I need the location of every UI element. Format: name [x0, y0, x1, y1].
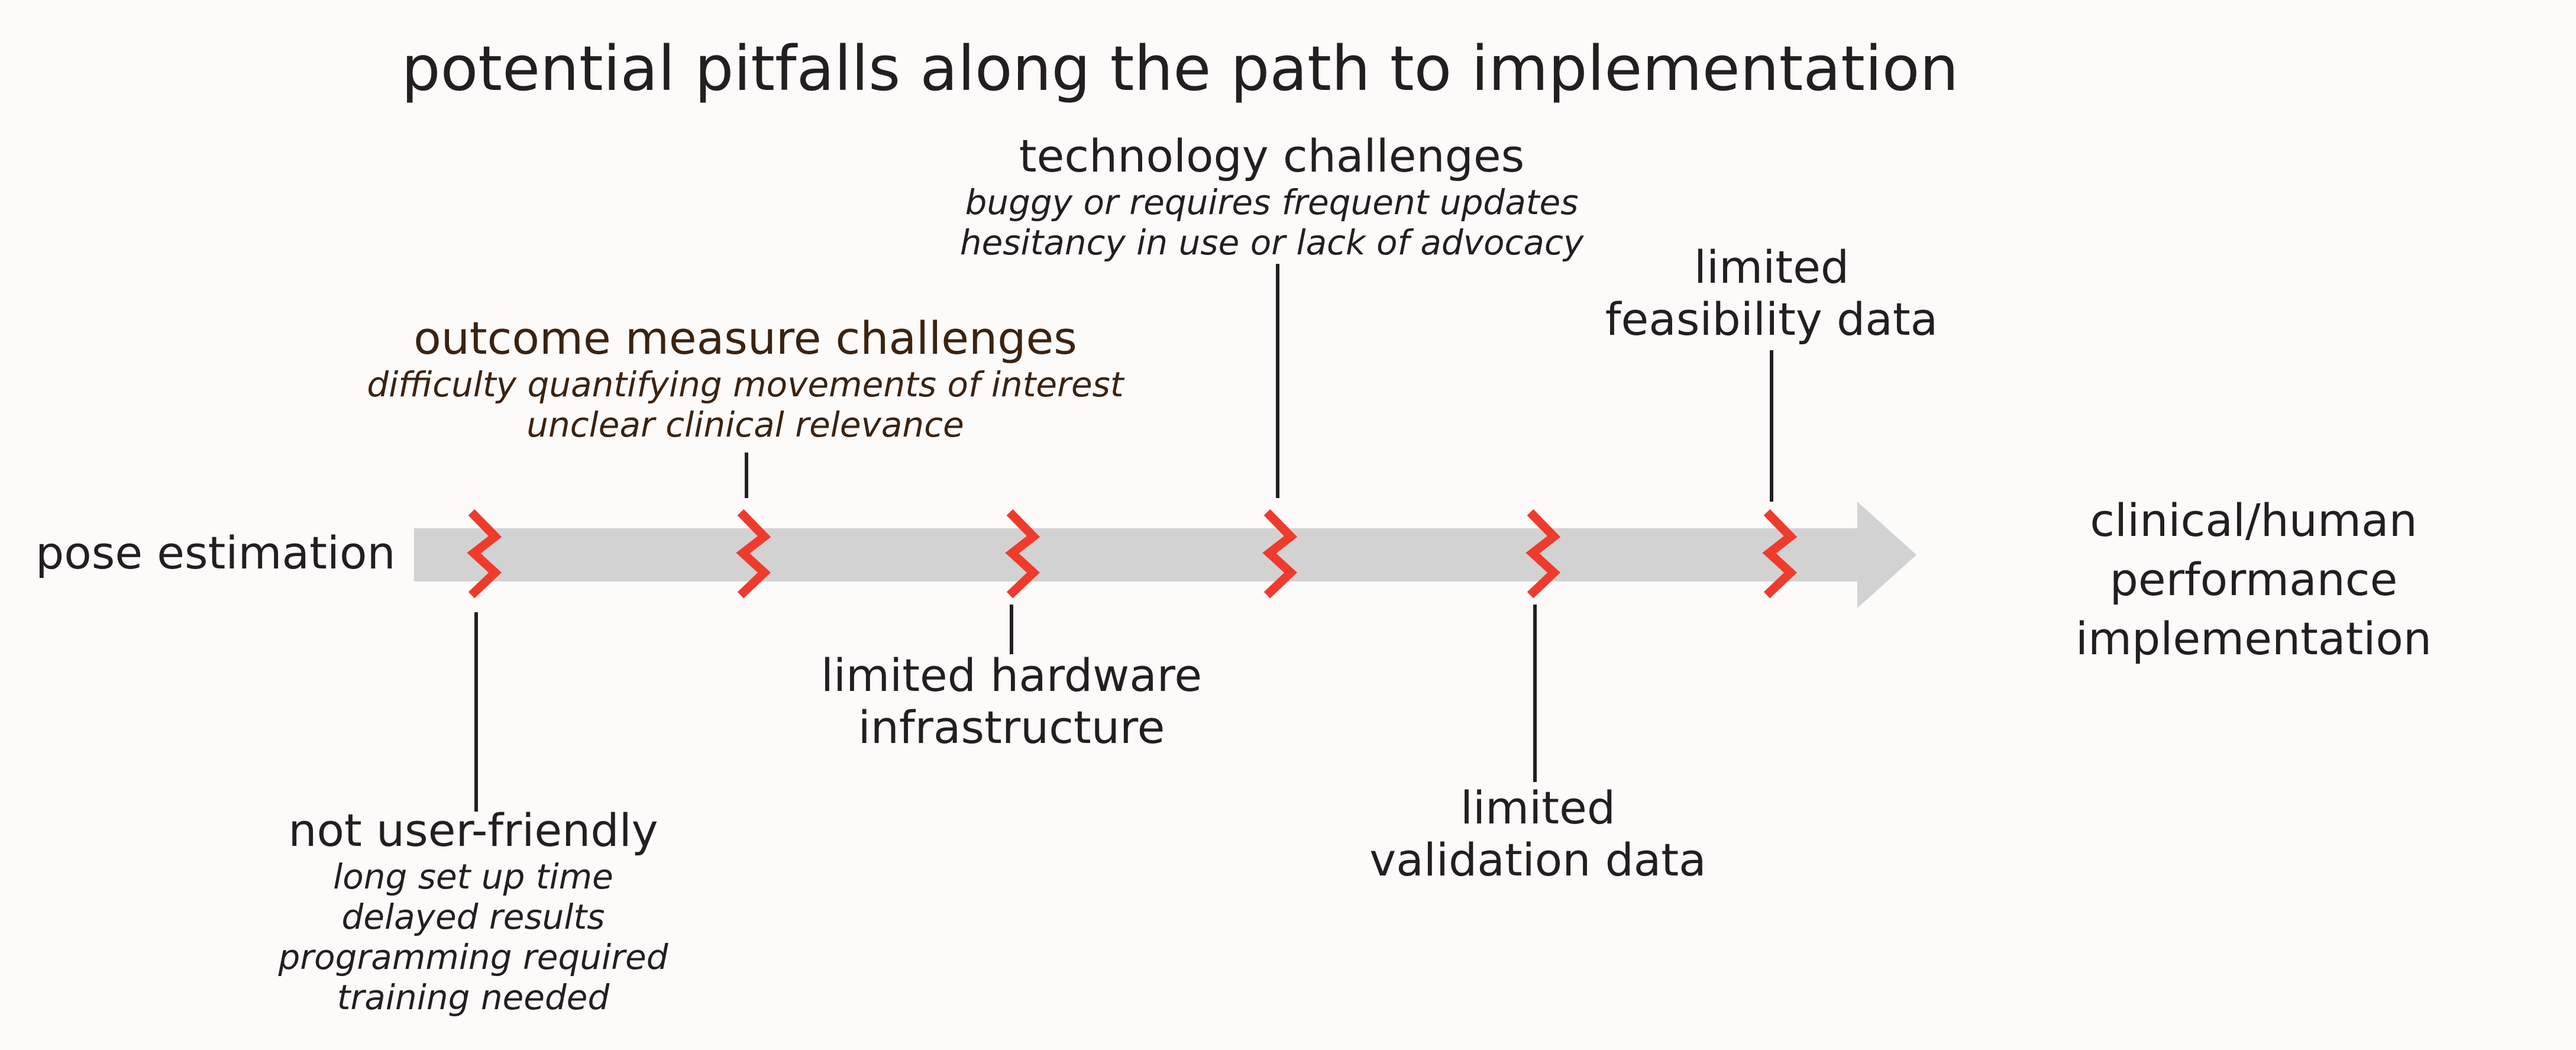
pitfall-markers — [467, 509, 1798, 599]
pitfall-marker-4 — [1262, 509, 1298, 599]
pitfall-marker-3 — [1005, 509, 1040, 599]
arrow-head — [1857, 502, 1916, 608]
pitfall-heading: not user-friendly — [288, 804, 658, 857]
pitfall-marker-1 — [467, 509, 502, 599]
end-label: clinical/human performance implementatio… — [1940, 491, 2567, 668]
pitfall-heading: limited — [1460, 781, 1616, 834]
pitfall-heading: feasibility data — [1605, 293, 1938, 345]
pitfall-detail: programming required — [278, 937, 668, 977]
pitfall-detail: unclear clinical relevance — [526, 405, 964, 445]
pitfall-heading: limited hardware — [820, 649, 1203, 702]
pitfall-detail: hesitancy in use or lack of advocacy — [959, 222, 1584, 263]
pitfall-heading: limited — [1693, 241, 1850, 293]
pitfall-detail: difficulty quantifying movements of inte… — [367, 364, 1124, 405]
pitfall-limited-validation-data: limited validation data — [1331, 782, 1745, 886]
start-label: pose estimation — [35, 526, 396, 579]
pitfall-detail: buggy or requires frequent updates — [965, 182, 1579, 222]
end-label-line-2: implementation — [2075, 612, 2432, 665]
arrow-shaft — [414, 528, 1869, 581]
pitfall-marker-6 — [1762, 509, 1798, 599]
pitfall-outcome-measure-challenges: outcome measure challenges difficulty qu… — [331, 312, 1159, 445]
pitfall-marker-2 — [736, 509, 771, 599]
pitfall-detail: training needed — [337, 977, 610, 1017]
pitfall-heading: validation data — [1369, 833, 1706, 886]
pitfall-marker-5 — [1525, 509, 1561, 599]
pathway-arrow — [414, 502, 1916, 608]
pitfall-heading: outcome measure challenges — [413, 312, 1077, 364]
connector-lines — [474, 264, 1773, 812]
pitfall-technology-challenges: technology challenges buggy or requires … — [929, 130, 1615, 263]
pitfall-detail: long set up time — [333, 857, 613, 897]
pitfall-detail: delayed results — [341, 897, 605, 937]
pitfall-limited-hardware-infrastructure: limited hardware infrastructure — [775, 650, 1248, 754]
end-label-line-1: clinical/human performance — [2090, 494, 2417, 606]
diagram-title: potential pitfalls along the path to imp… — [401, 33, 1959, 105]
pitfall-not-user-friendly: not user-friendly long set up time delay… — [177, 804, 769, 1018]
pitfall-limited-feasibility-data: limited feasibility data — [1579, 241, 1964, 345]
pitfall-heading: technology challenges — [1019, 130, 1525, 182]
pitfall-heading: infrastructure — [858, 701, 1165, 754]
